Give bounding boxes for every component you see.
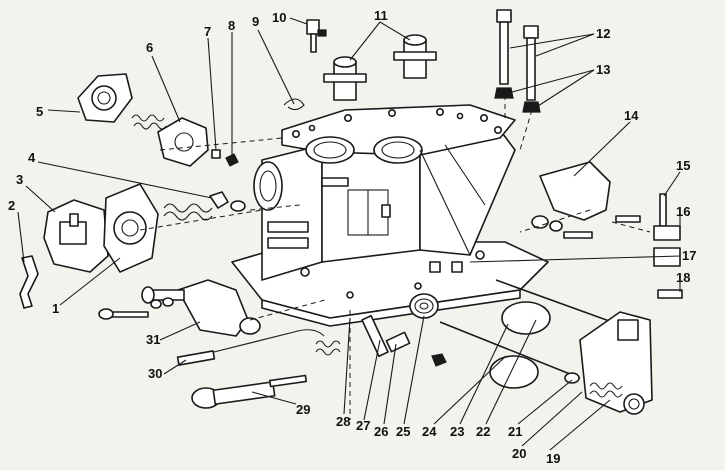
callout-27: 27 <box>356 418 370 433</box>
part-9-clip <box>283 98 305 111</box>
callout-2: 2 <box>8 198 15 213</box>
callout-16: 16 <box>676 204 690 219</box>
callout-24: 24 <box>422 424 437 439</box>
washer <box>531 215 549 229</box>
callout-12: 12 <box>596 26 610 41</box>
callout-26: 26 <box>374 424 388 439</box>
callout-1: 1 <box>52 301 59 316</box>
callout-18: 18 <box>676 270 690 285</box>
small-spring <box>315 340 341 356</box>
screw <box>615 215 641 223</box>
callout-5: 5 <box>36 104 43 119</box>
callout-31: 31 <box>146 332 160 347</box>
assembly-guides <box>139 95 651 420</box>
part-29-plunger <box>191 374 308 409</box>
callout-10: 10 <box>272 10 286 25</box>
pump-spring <box>163 203 213 221</box>
callout-13: 13 <box>596 62 610 77</box>
callout-20: 20 <box>512 446 526 461</box>
part-13-nuts <box>494 87 541 113</box>
part-4 <box>209 191 229 209</box>
part-22-throttle-plate <box>489 355 539 389</box>
part-6-diaphragm <box>131 114 209 167</box>
part-21 <box>564 372 580 384</box>
part-23-shaft <box>439 279 613 379</box>
part-11-valves <box>323 34 437 101</box>
callout-3: 3 <box>16 172 23 187</box>
callout-6: 6 <box>146 40 153 55</box>
part-3-pump-cover <box>43 199 109 273</box>
part-24-throttle-plate <box>501 301 551 335</box>
callout-28: 28 <box>336 414 350 429</box>
washer <box>549 220 563 232</box>
callout-15: 15 <box>676 158 690 173</box>
part-25-spring <box>409 293 439 319</box>
callout-23: 23 <box>450 424 464 439</box>
callout-21: 21 <box>508 424 522 439</box>
part-4-washer <box>230 200 246 212</box>
part-1-gasket <box>103 183 159 273</box>
part-30-rod <box>176 329 325 366</box>
part-5-cover <box>77 73 133 123</box>
part-31-bracket <box>141 279 261 337</box>
screw <box>563 231 593 239</box>
callout-29: 29 <box>296 402 310 417</box>
part-16-clamp <box>653 225 681 241</box>
part-12-bolts <box>496 9 539 101</box>
callout-30: 30 <box>148 366 162 381</box>
screw-washers <box>98 297 174 320</box>
callout-25: 25 <box>396 424 410 439</box>
part-10-jet <box>306 19 327 53</box>
callout-9: 9 <box>252 14 259 29</box>
part-15-screw <box>659 193 667 227</box>
leader-lines <box>17 17 681 451</box>
part-19-linkage <box>579 311 653 415</box>
part-14-bracket <box>539 161 611 221</box>
callout-19: 19 <box>546 451 560 466</box>
callout-4: 4 <box>28 150 36 165</box>
callout-14: 14 <box>624 108 639 123</box>
callout-11: 11 <box>374 8 388 23</box>
callout-8: 8 <box>228 18 235 33</box>
callout-22: 22 <box>476 424 490 439</box>
part-8 <box>225 153 239 167</box>
callout-7: 7 <box>204 24 211 39</box>
part-2-lever <box>19 255 39 309</box>
callout-17: 17 <box>682 248 696 263</box>
part-18-screw <box>657 289 683 299</box>
part-27-screw <box>361 314 411 358</box>
nut <box>431 353 447 367</box>
carburetor-body <box>231 104 549 327</box>
part-7 <box>211 149 221 159</box>
callout-labels: 1 2 3 4 5 6 7 8 9 10 11 12 13 14 15 16 1… <box>8 8 696 466</box>
